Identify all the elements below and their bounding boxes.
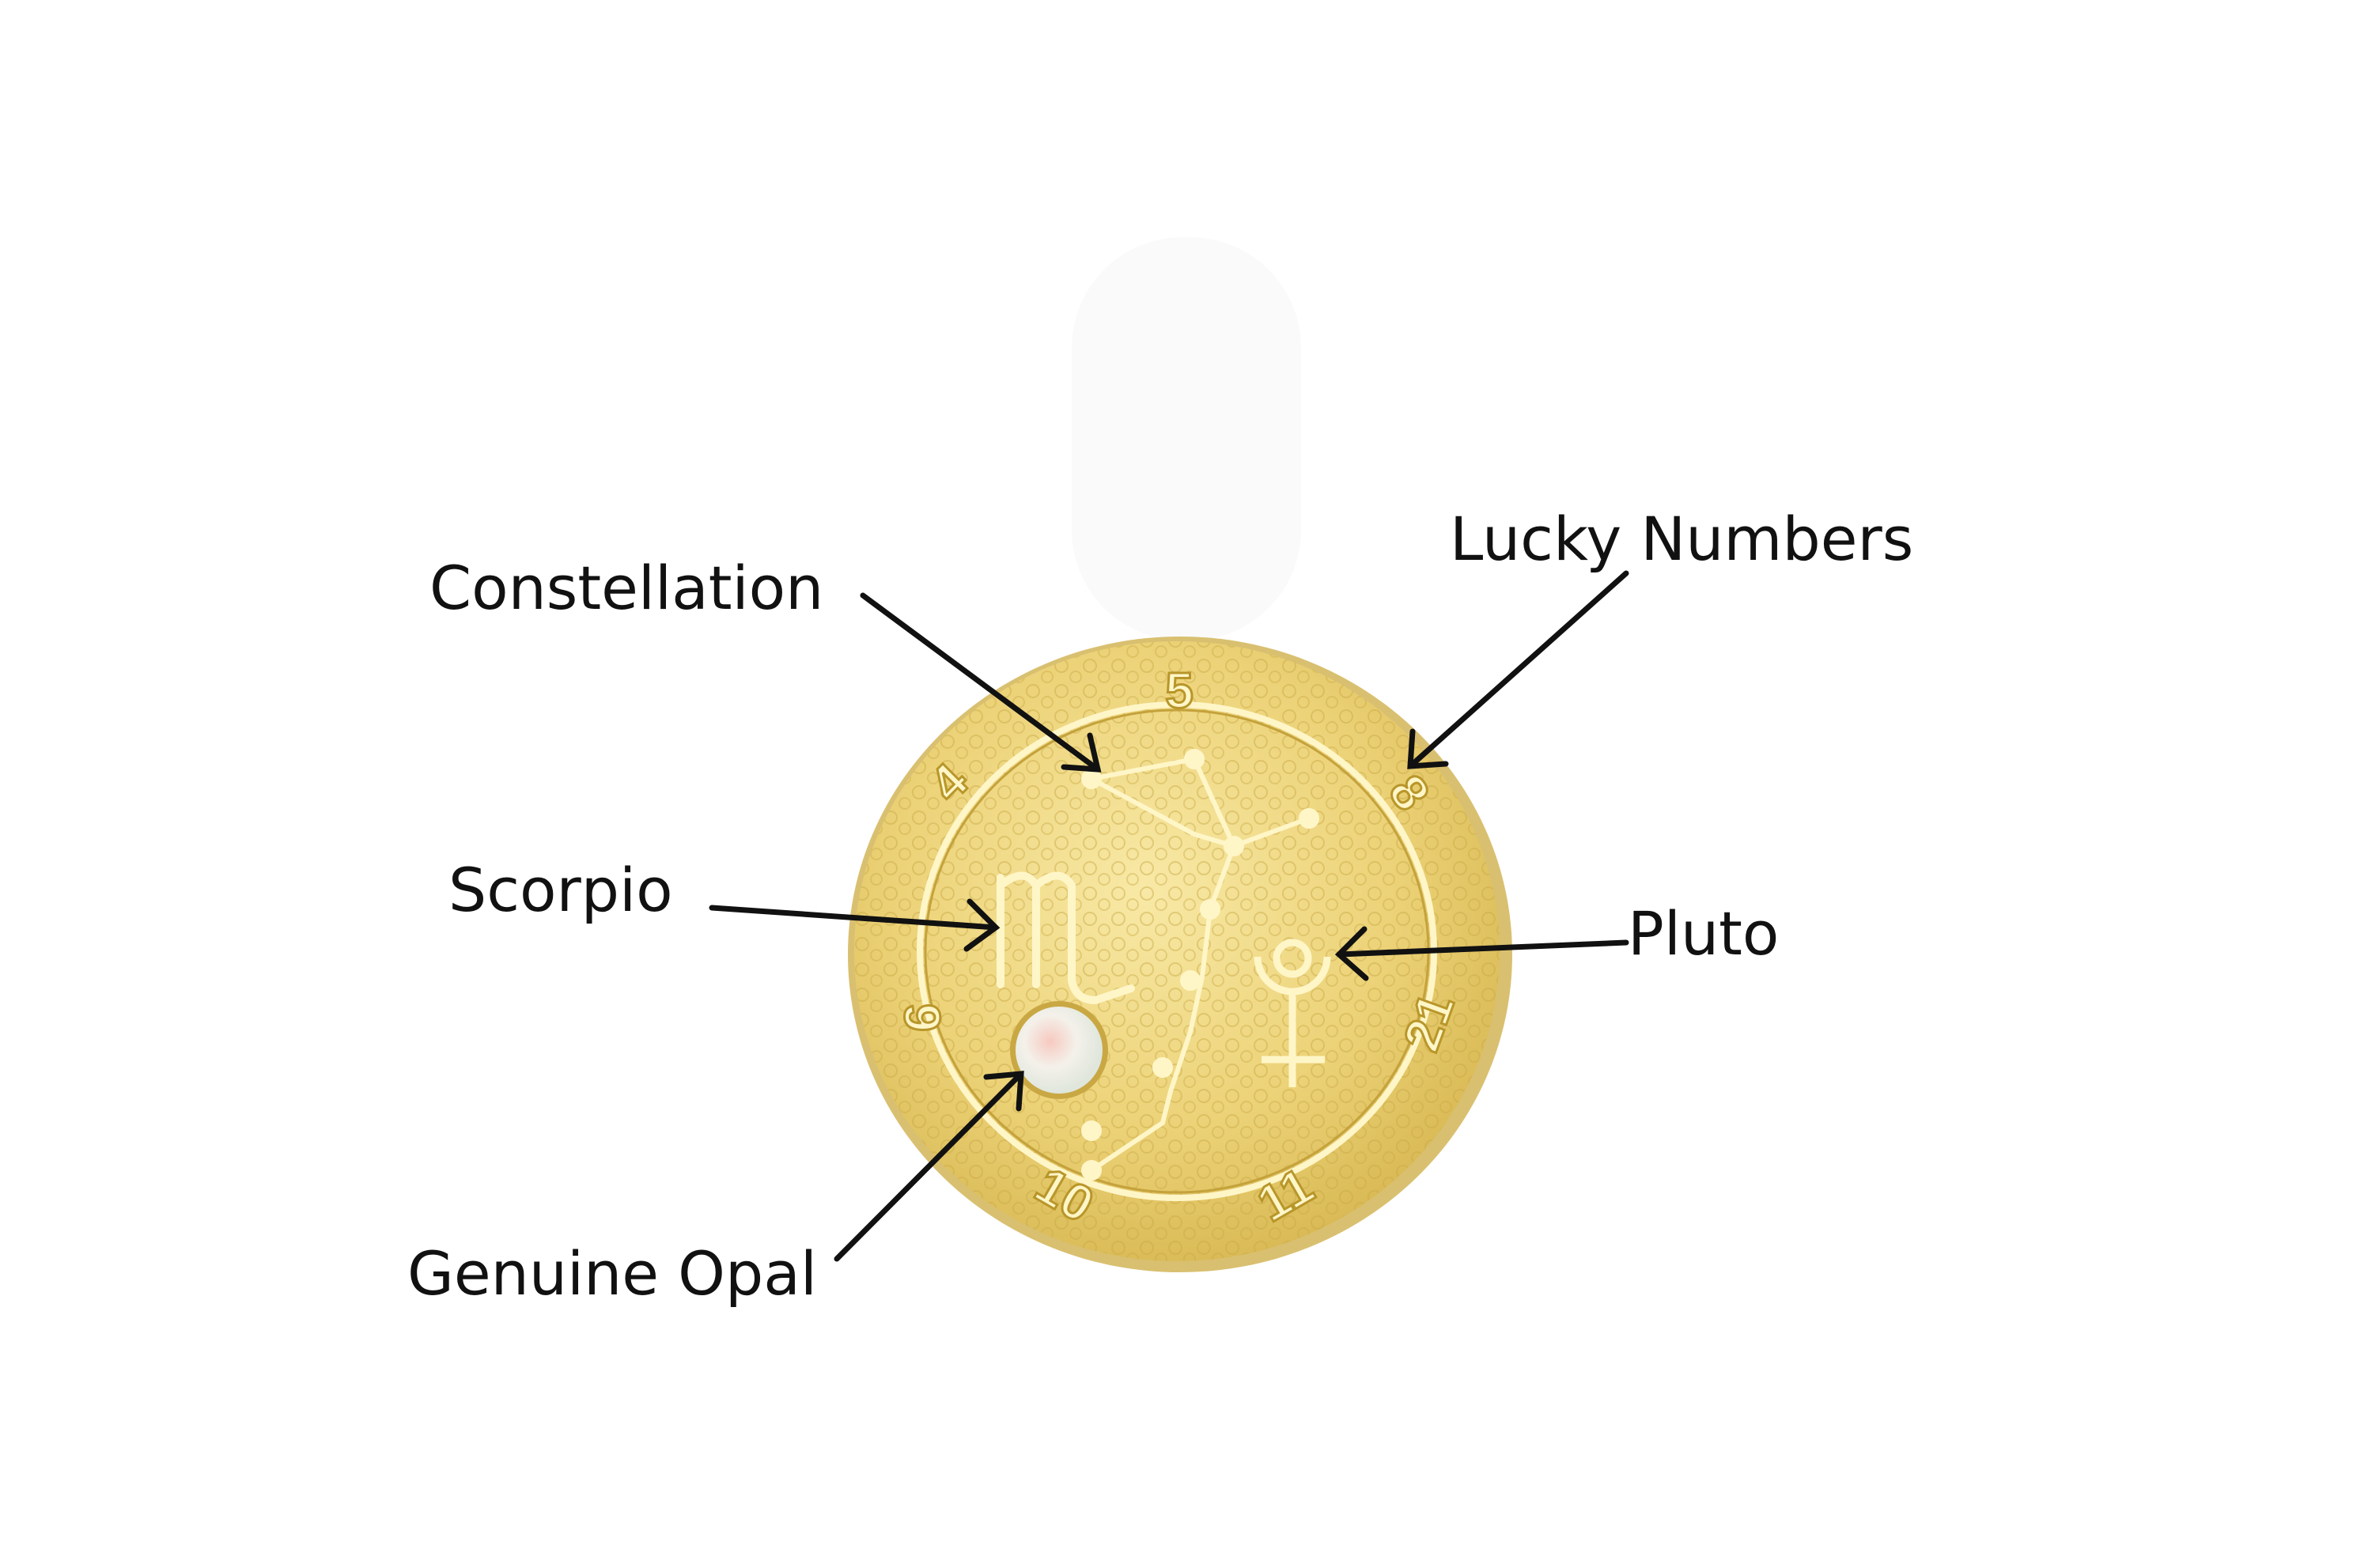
arrow-scorpio xyxy=(709,898,1001,952)
pluto-symbol xyxy=(1254,939,1331,1087)
pendant-bail xyxy=(1072,237,1301,640)
label-constellation: Constellation xyxy=(429,553,823,623)
label-pluto: Pluto xyxy=(1628,898,1779,969)
arrow-pluto xyxy=(1334,926,1629,981)
label-scorpio: Scorpio xyxy=(448,855,673,925)
lucky-number: 9 xyxy=(894,1003,951,1032)
lucky-number: 5 xyxy=(1165,662,1194,719)
arrow-genuine-opal xyxy=(834,1071,1024,1262)
arrow-lucky-numbers xyxy=(1407,570,1629,769)
label-genuine-opal: Genuine Opal xyxy=(407,1238,817,1309)
arrow-constellation xyxy=(860,592,1102,773)
label-lucky-numbers: Lucky Numbers xyxy=(1450,504,1913,574)
scorpio-constellation xyxy=(1081,749,1319,1181)
scorpio-symbol xyxy=(997,871,1135,1005)
opal-stone xyxy=(1010,1001,1108,1099)
pendant-coin xyxy=(848,637,1512,1272)
